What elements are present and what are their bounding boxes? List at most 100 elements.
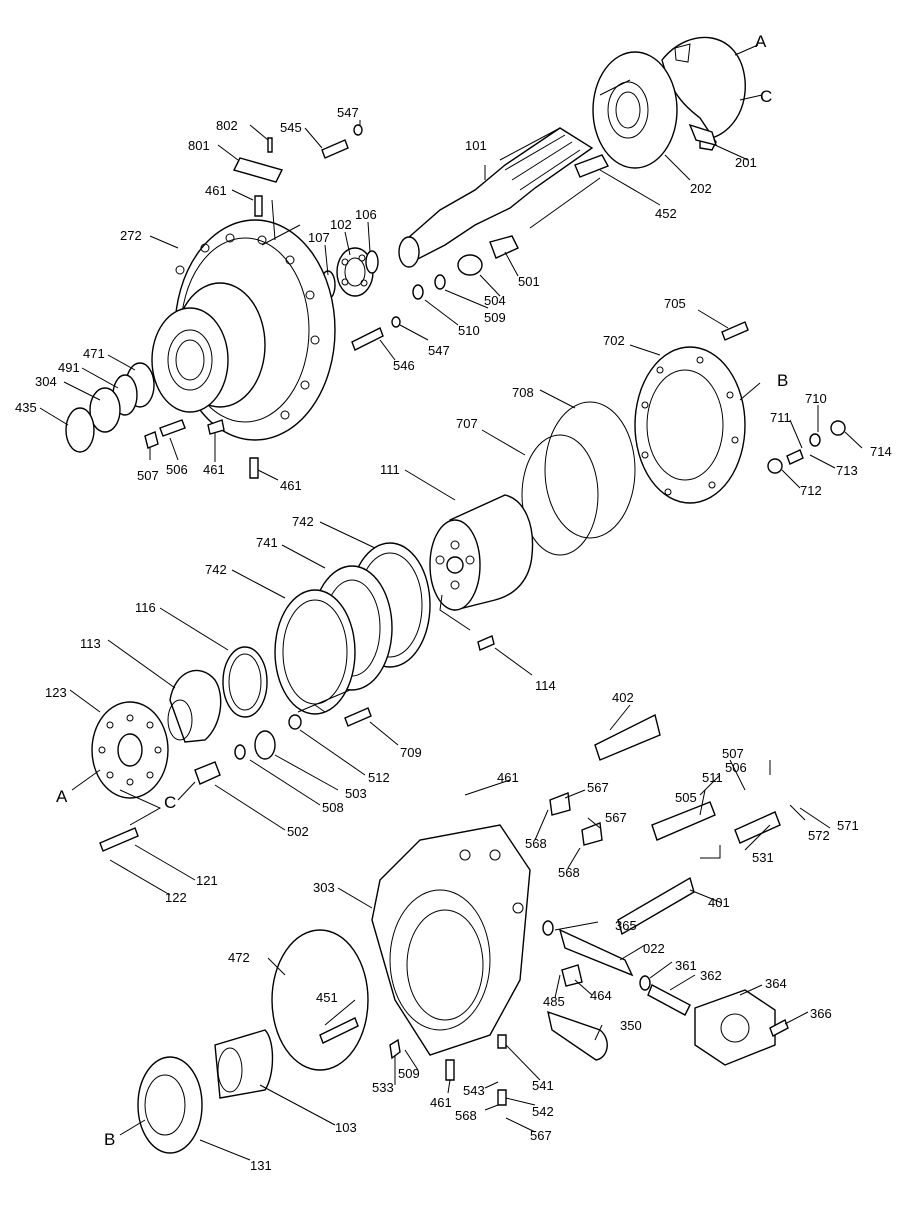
pin-451	[319, 1017, 359, 1044]
label-502: 502	[287, 824, 309, 839]
pin-545	[321, 124, 363, 159]
label-111: 111	[380, 462, 400, 477]
bolt-366	[769, 1019, 789, 1037]
label-509-bottom: 509	[398, 1066, 420, 1081]
plate-123	[91, 701, 169, 799]
label-533: 533	[372, 1080, 394, 1095]
bolt-461-bottom	[445, 1059, 455, 1081]
label-511: 511	[702, 770, 723, 785]
plugs-504-501	[457, 235, 519, 276]
spring-114	[477, 635, 495, 651]
label-542: 542	[532, 1104, 554, 1119]
label-507-left: 507	[137, 468, 159, 483]
letter-A-left: A	[56, 787, 68, 806]
label-491: 491	[58, 360, 80, 375]
plug-567-b	[581, 822, 603, 846]
label-567-a: 567	[587, 780, 609, 795]
spring-503	[254, 730, 276, 760]
label-116: 116	[135, 600, 156, 615]
label-506-right: 506	[725, 760, 747, 775]
label-711: 711	[770, 410, 791, 425]
piston-350	[547, 1010, 608, 1061]
label-508: 508	[322, 800, 344, 815]
letter-C-top: C	[760, 87, 772, 106]
label-435: 435	[15, 400, 37, 415]
label-713: 713	[836, 463, 858, 478]
label-461-right: 461	[497, 770, 519, 785]
label-512: 512	[368, 770, 390, 785]
label-365: 365	[615, 918, 637, 933]
sleeve-103	[214, 1029, 274, 1099]
label-504: 504	[484, 293, 506, 308]
label-461-bottom: 461	[430, 1095, 452, 1110]
snap-ring-435	[65, 407, 95, 453]
label-303: 303	[313, 880, 335, 895]
o-ring-547	[391, 316, 401, 328]
label-022: 022	[643, 941, 665, 956]
o-ring-510	[412, 284, 424, 300]
label-202: 202	[690, 181, 712, 196]
label-801: 801	[188, 138, 210, 153]
plate-801	[232, 157, 284, 183]
label-506-left: 506	[166, 462, 188, 477]
bolt-461-top	[254, 195, 263, 217]
label-707: 707	[456, 416, 478, 431]
label-101: 101	[465, 138, 487, 153]
label-401: 401	[708, 895, 730, 910]
valve-plate-131	[137, 1056, 203, 1154]
label-122: 122	[165, 890, 187, 905]
label-402: 402	[612, 690, 634, 705]
plug-464	[561, 964, 583, 987]
label-543: 543	[463, 1083, 485, 1098]
label-505: 505	[675, 790, 697, 805]
label-571: 571	[837, 818, 859, 833]
ring-508	[234, 744, 246, 760]
label-461-low: 461	[280, 478, 302, 493]
letter-C-left: C	[164, 793, 176, 812]
label-102: 102	[330, 217, 352, 232]
label-547-mid: 547	[428, 343, 450, 358]
ring-106	[365, 250, 379, 274]
label-361: 361	[675, 958, 697, 973]
label-742-top: 742	[292, 514, 314, 529]
label-742-mid: 742	[205, 562, 227, 577]
label-107: 107	[308, 230, 330, 245]
piston-502	[194, 761, 221, 785]
label-461-mid: 461	[203, 462, 225, 477]
cylinder-block-111	[429, 494, 534, 611]
pin-121	[99, 827, 139, 852]
label-503: 503	[345, 786, 367, 801]
label-714: 714	[870, 444, 892, 459]
label-350: 350	[620, 1018, 642, 1033]
label-741: 741	[256, 535, 278, 550]
ring-365	[542, 920, 554, 936]
label-546: 546	[393, 358, 415, 373]
label-568-b: 568	[558, 865, 580, 880]
label-547-top: 547	[337, 105, 359, 120]
label-710: 710	[805, 391, 827, 406]
letter-A-top: A	[755, 32, 767, 51]
label-472: 472	[228, 950, 250, 965]
label-705: 705	[664, 296, 686, 311]
ring-116	[222, 646, 268, 718]
label-366: 366	[810, 1006, 832, 1021]
label-364: 364	[765, 976, 787, 991]
retainer-113	[167, 669, 222, 743]
label-131: 131	[250, 1158, 272, 1173]
label-567-b: 567	[605, 810, 627, 825]
gasket-472	[271, 929, 369, 1071]
label-452: 452	[655, 206, 677, 221]
label-572: 572	[808, 828, 830, 843]
label-702: 702	[603, 333, 625, 348]
bolts-507-506-461	[144, 419, 259, 479]
bolt-705	[721, 321, 749, 341]
label-123: 123	[45, 685, 67, 700]
gear-ring	[151, 307, 229, 413]
ring-512	[288, 714, 302, 730]
label-501: 501	[518, 274, 540, 289]
label-708: 708	[512, 385, 534, 400]
plug-567-a	[549, 792, 571, 816]
o-ring-509	[434, 274, 446, 290]
label-201: 201	[735, 155, 757, 170]
pin-802	[267, 137, 273, 153]
